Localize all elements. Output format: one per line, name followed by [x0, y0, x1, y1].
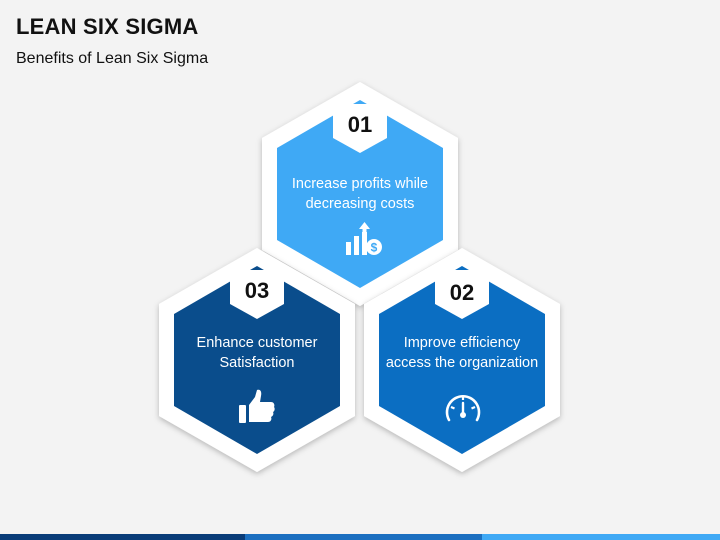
profit-growth-icon: $	[346, 222, 382, 255]
footer-segment-mid	[244, 534, 483, 540]
item-01-line1: Increase profits while	[291, 176, 429, 192]
footer-color-bar	[0, 534, 720, 540]
hexagon-01	[262, 82, 458, 306]
page-title: LEAN SIX SIGMA	[16, 14, 199, 39]
item-02-line1: Improve efficiency	[403, 335, 521, 351]
number-badge-01	[333, 104, 387, 153]
item-03-line2: Satisfaction	[219, 355, 295, 371]
number-03: 03	[244, 278, 270, 303]
thumbs-up-icon	[239, 389, 275, 423]
item-03-text: Enhance customer Satisfaction	[172, 333, 342, 373]
speedometer-icon	[445, 394, 481, 422]
item-01-text: Increase profits while decreasing costs	[275, 174, 445, 214]
item-01-line2: decreasing costs	[305, 196, 415, 212]
svg-text:$: $	[371, 241, 378, 255]
number-01: 01	[347, 112, 373, 137]
number-badge-03	[230, 270, 284, 319]
number-02: 02	[449, 280, 475, 305]
item-03-line1: Enhance customer	[196, 335, 318, 351]
item-02-text: Improve efficiency access the organizati…	[372, 333, 552, 373]
item-02-line2: access the organization	[385, 355, 539, 371]
footer-segment-dark	[0, 534, 245, 540]
number-badge-02	[435, 270, 489, 319]
hexagon-02	[364, 248, 560, 472]
page-subtitle: Benefits of Lean Six Sigma	[16, 50, 209, 67]
footer-segment-light	[482, 534, 720, 540]
hexagon-03	[159, 248, 355, 472]
